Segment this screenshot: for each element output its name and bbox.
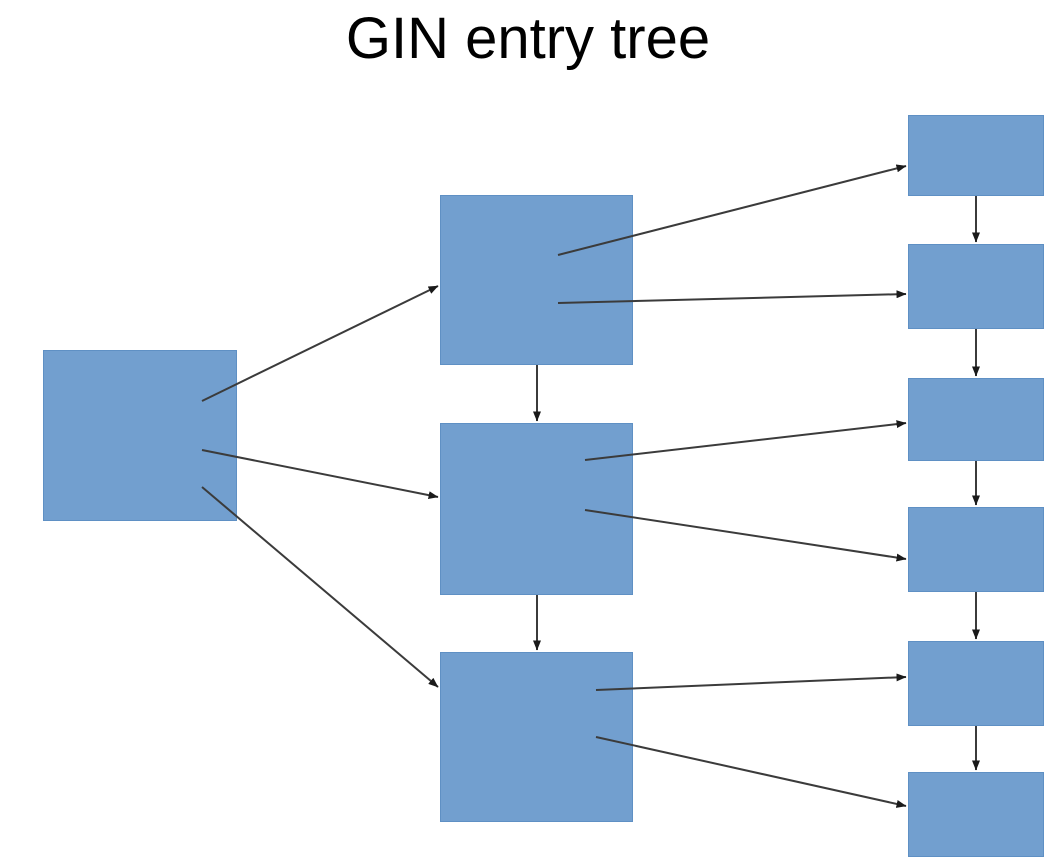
node-leaf-2[interactable] [908, 244, 1044, 329]
node-internal-1[interactable] [440, 195, 633, 365]
node-leaf-4[interactable] [908, 507, 1044, 592]
node-internal-3[interactable] [440, 652, 633, 822]
node-internal-2[interactable] [440, 423, 633, 595]
node-root[interactable] [43, 350, 237, 521]
node-leaf-6[interactable] [908, 772, 1044, 857]
node-leaf-1[interactable] [908, 115, 1044, 196]
page-title: GIN entry tree [345, 6, 711, 71]
node-leaf-5[interactable] [908, 641, 1044, 726]
node-leaf-3[interactable] [908, 378, 1044, 461]
